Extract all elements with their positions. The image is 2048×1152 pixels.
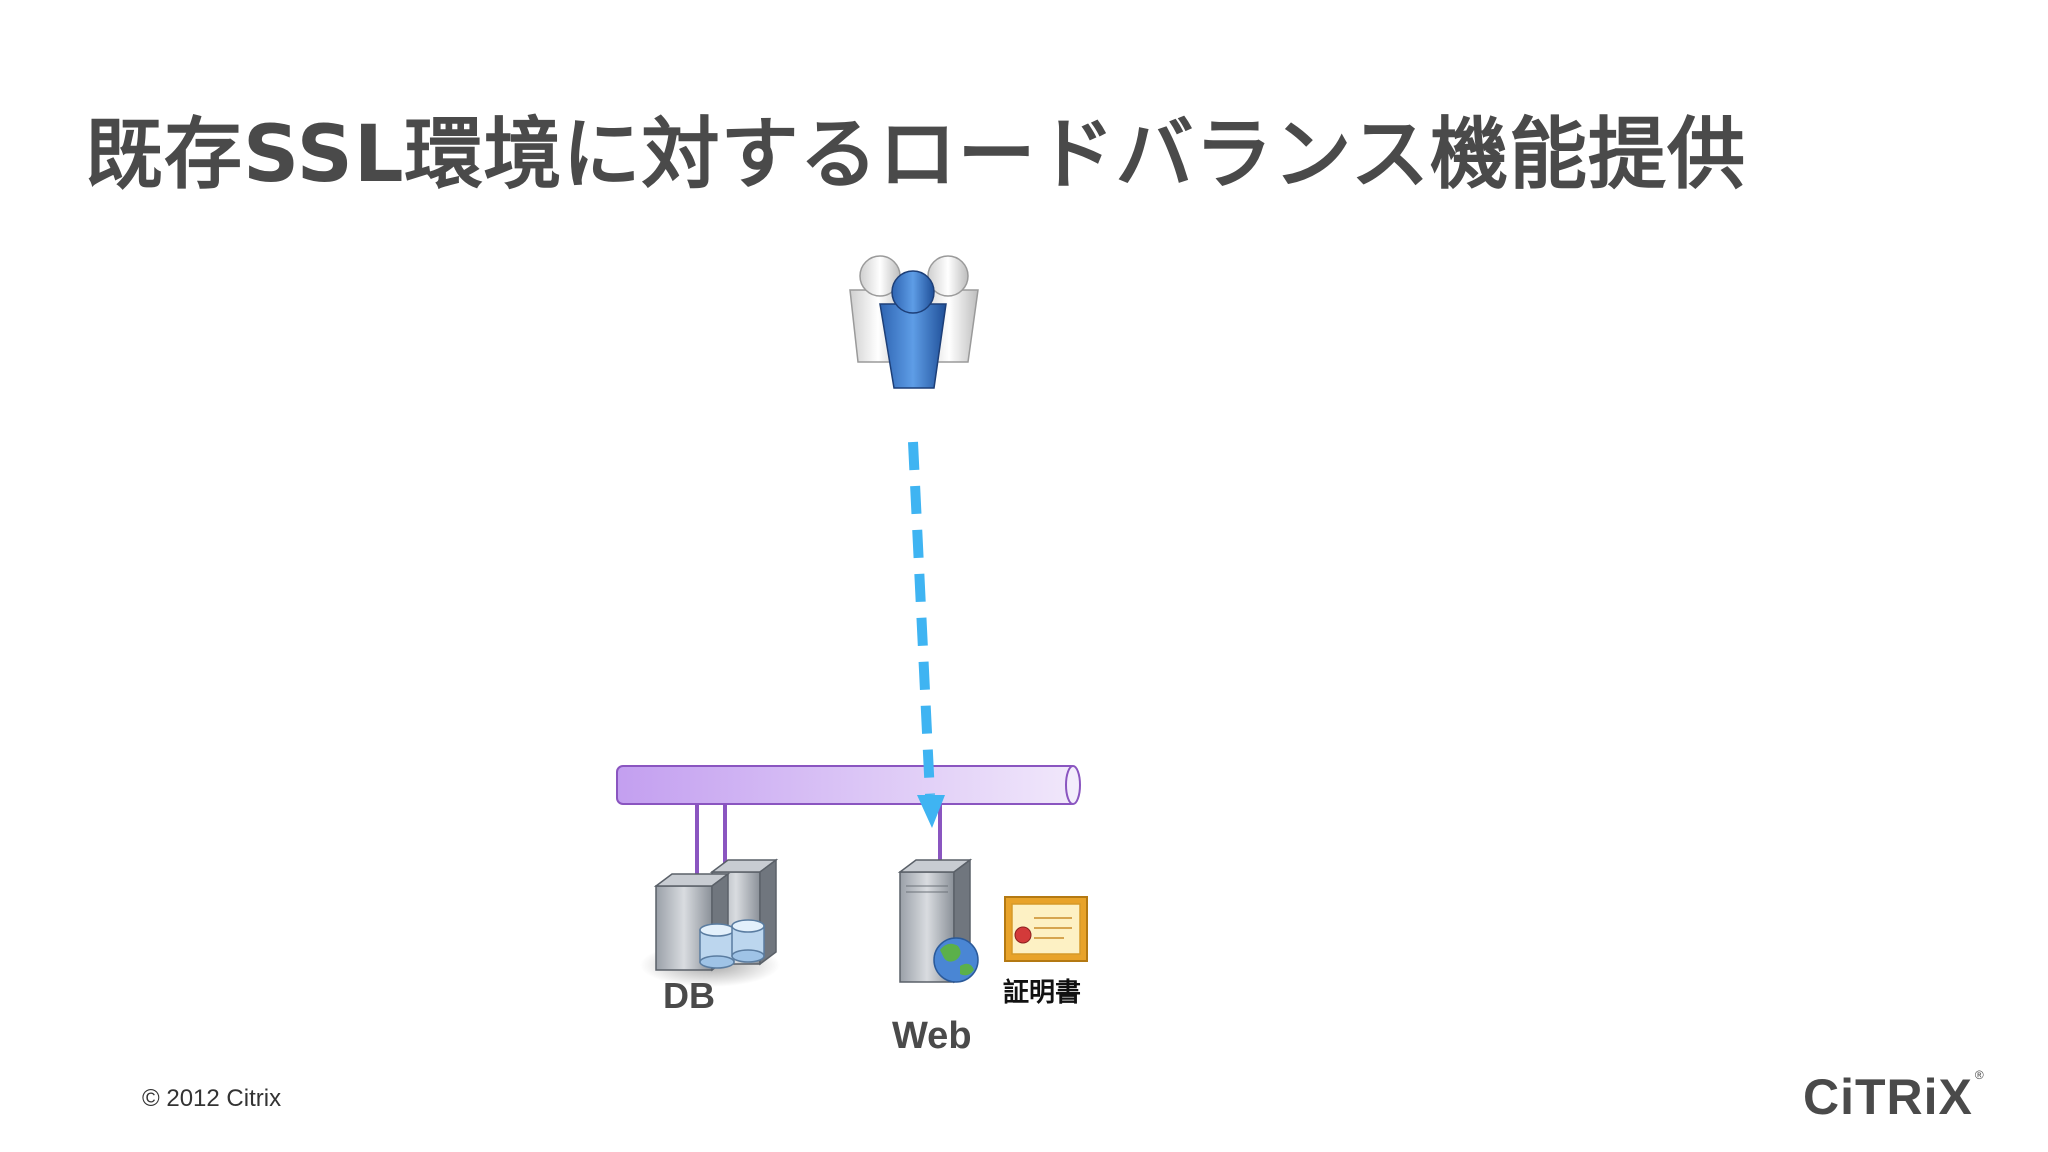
- logo-text: CiTRiX: [1803, 1069, 1973, 1125]
- web-server-icon: [897, 858, 979, 984]
- db-label: DB: [663, 975, 715, 1016]
- database-server-icon: [640, 858, 780, 987]
- certificate-icon: [1004, 896, 1088, 962]
- slide-title: 既存SSL環境に対するロードバランス機能提供: [85, 110, 1746, 200]
- users-group-icon: [849, 255, 979, 389]
- traffic-arrow: [908, 441, 945, 828]
- network-bus-icon: [616, 765, 1081, 805]
- registered-mark: ®: [1974, 1068, 1985, 1082]
- certificate-label: 証明書: [1003, 978, 1082, 1008]
- copyright: © 2012 Citrix: [142, 1085, 282, 1112]
- web-label: Web: [892, 1015, 972, 1057]
- citrix-logo: CiTRiX®: [1803, 1068, 1985, 1126]
